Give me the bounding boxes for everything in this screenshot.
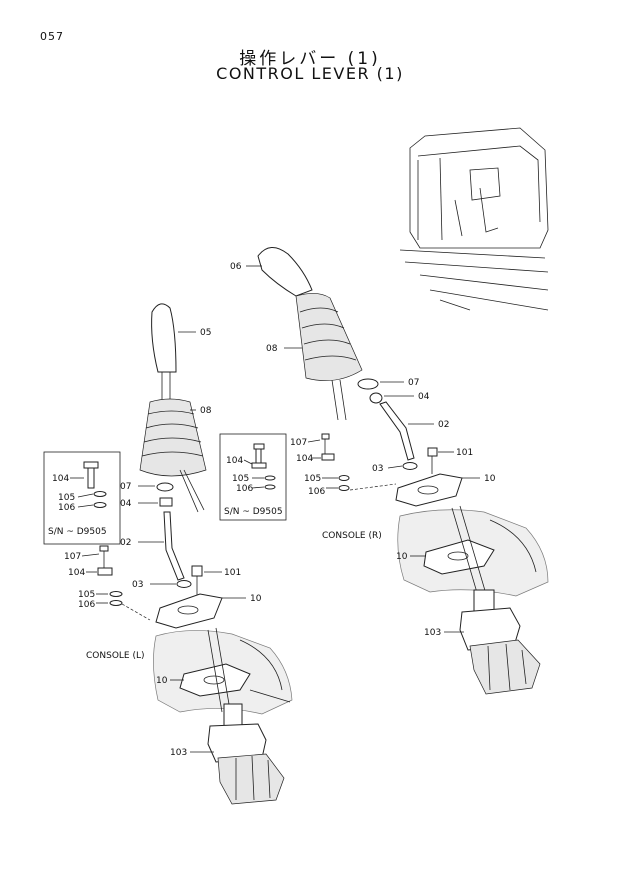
right-bolt-104 bbox=[321, 453, 335, 461]
label-106-left: 106 bbox=[78, 600, 95, 610]
label-10-left-lower: 10 bbox=[156, 676, 168, 686]
label-107-right: 107 bbox=[290, 438, 307, 448]
right-washer-03 bbox=[402, 462, 418, 470]
right-control-lever-group: 06 08 07 04 02 bbox=[219, 247, 549, 695]
console-label-left: CONSOLE (L) bbox=[86, 651, 145, 661]
left-bolt-107 bbox=[99, 545, 109, 552]
right-washer-105 bbox=[338, 475, 350, 481]
right-bolt-107 bbox=[321, 433, 330, 440]
inset-label-105-right: 105 bbox=[232, 474, 249, 484]
left-bolt-104 bbox=[97, 567, 113, 576]
left-nut bbox=[159, 497, 173, 507]
console-label-right: CONSOLE (R) bbox=[322, 531, 382, 541]
label-05-left: 05 bbox=[200, 328, 211, 338]
label-06-right: 06 bbox=[230, 262, 242, 272]
left-plate-lower bbox=[179, 663, 251, 697]
label-101-right: 101 bbox=[456, 448, 473, 458]
left-bolt-101 bbox=[191, 565, 203, 577]
label-04-left: 04 bbox=[120, 499, 132, 509]
right-bolt-101 bbox=[427, 447, 438, 457]
right-plate-lower bbox=[423, 539, 495, 575]
label-02-right: 02 bbox=[438, 420, 449, 430]
inset-label-106-left: 106 bbox=[58, 503, 75, 513]
label-101-left: 101 bbox=[224, 568, 241, 578]
label-03-right: 03 bbox=[372, 464, 383, 474]
label-104-left: 104 bbox=[68, 568, 85, 578]
left-control-lever-group: 05 08 07 04 02 bbox=[43, 303, 293, 805]
label-103-left: 103 bbox=[170, 748, 187, 758]
label-04-right: 04 bbox=[418, 392, 430, 402]
inset-label-104-right: 104 bbox=[226, 456, 243, 466]
label-105-right: 105 bbox=[304, 474, 321, 484]
inset-serial-left: S/N ~ D9505 bbox=[48, 527, 107, 537]
inset-label-104-left: 104 bbox=[52, 474, 69, 484]
label-10-left-upper: 10 bbox=[250, 594, 262, 604]
label-103-right: 103 bbox=[424, 628, 441, 638]
label-105-left: 105 bbox=[78, 590, 95, 600]
right-plate-upper bbox=[395, 473, 463, 507]
title-english: CONTROL LEVER (1) bbox=[216, 64, 404, 83]
inset-label-106-right: 106 bbox=[236, 484, 253, 494]
title-japanese: 操作レバー (1) bbox=[239, 49, 381, 69]
label-10-right-lower: 10 bbox=[396, 552, 408, 562]
left-plate-upper bbox=[155, 593, 223, 629]
right-lever bbox=[379, 401, 415, 461]
label-02-left: 02 bbox=[120, 538, 131, 548]
label-08-left: 08 bbox=[200, 406, 212, 416]
left-boot bbox=[139, 398, 207, 477]
right-washer-106 bbox=[338, 485, 350, 491]
left-washer-105 bbox=[109, 591, 123, 597]
left-lever bbox=[163, 511, 185, 581]
right-pilot-valve bbox=[459, 589, 541, 695]
left-washer-106 bbox=[109, 600, 123, 606]
inset-label-105-left: 105 bbox=[58, 493, 75, 503]
right-clamp bbox=[357, 378, 379, 390]
label-106-right: 106 bbox=[308, 487, 325, 497]
label-07-left: 07 bbox=[120, 482, 131, 492]
left-washer-03 bbox=[176, 580, 192, 588]
page-number: 057 bbox=[40, 30, 64, 43]
label-07-right: 07 bbox=[408, 378, 419, 388]
right-inset-box bbox=[219, 433, 287, 521]
left-pilot-valve bbox=[207, 703, 285, 805]
label-104-right: 104 bbox=[296, 454, 313, 464]
label-03-left: 03 bbox=[132, 580, 143, 590]
left-inset-box bbox=[43, 451, 121, 545]
left-grip bbox=[151, 303, 177, 373]
cab-sketch bbox=[399, 127, 549, 311]
label-10-right-upper: 10 bbox=[484, 474, 496, 484]
right-nut bbox=[369, 392, 383, 404]
right-boot bbox=[295, 293, 363, 381]
left-clamp bbox=[156, 482, 174, 492]
inset-serial-right: S/N ~ D9505 bbox=[224, 507, 283, 517]
label-08-right: 08 bbox=[266, 344, 278, 354]
label-107-left: 107 bbox=[64, 552, 81, 562]
right-grip bbox=[257, 247, 313, 297]
